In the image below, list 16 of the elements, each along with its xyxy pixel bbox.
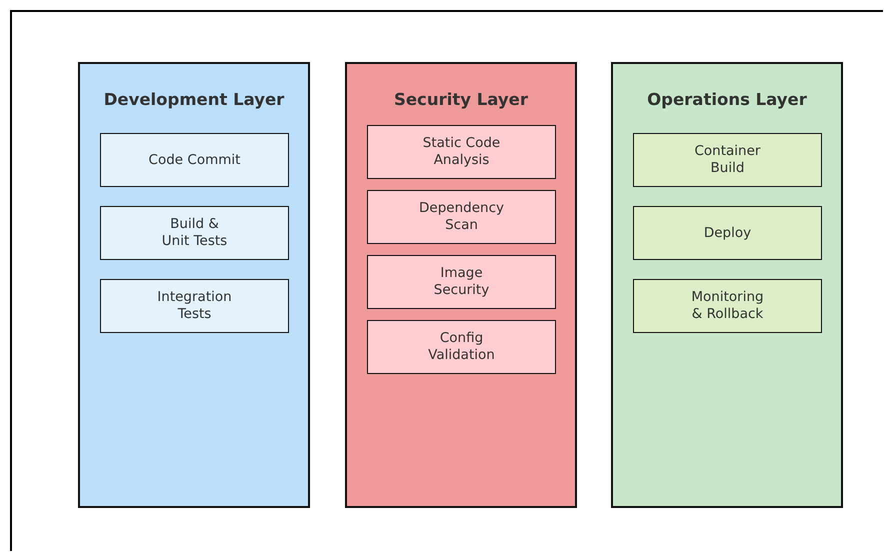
process-box: Monitoring & Rollback [633, 279, 822, 333]
process-box: Container Build [633, 133, 822, 187]
layer-panel [611, 62, 843, 508]
layer-heading: Operations Layer [646, 90, 808, 109]
process-box: Build & Unit Tests [100, 206, 289, 260]
process-box: Code Commit [100, 133, 289, 187]
process-box: Static Code Analysis [367, 125, 556, 179]
process-box: Deploy [633, 206, 822, 260]
layer-panel [345, 62, 577, 508]
process-box: Integration Tests [100, 279, 289, 333]
process-box: Config Validation [367, 320, 556, 374]
layer-panel [78, 62, 310, 508]
process-box: Dependency Scan [367, 190, 556, 244]
layer-heading: Security Layer [392, 90, 529, 109]
layer-heading: Development Layer [102, 90, 286, 109]
process-box: Image Security [367, 255, 556, 309]
